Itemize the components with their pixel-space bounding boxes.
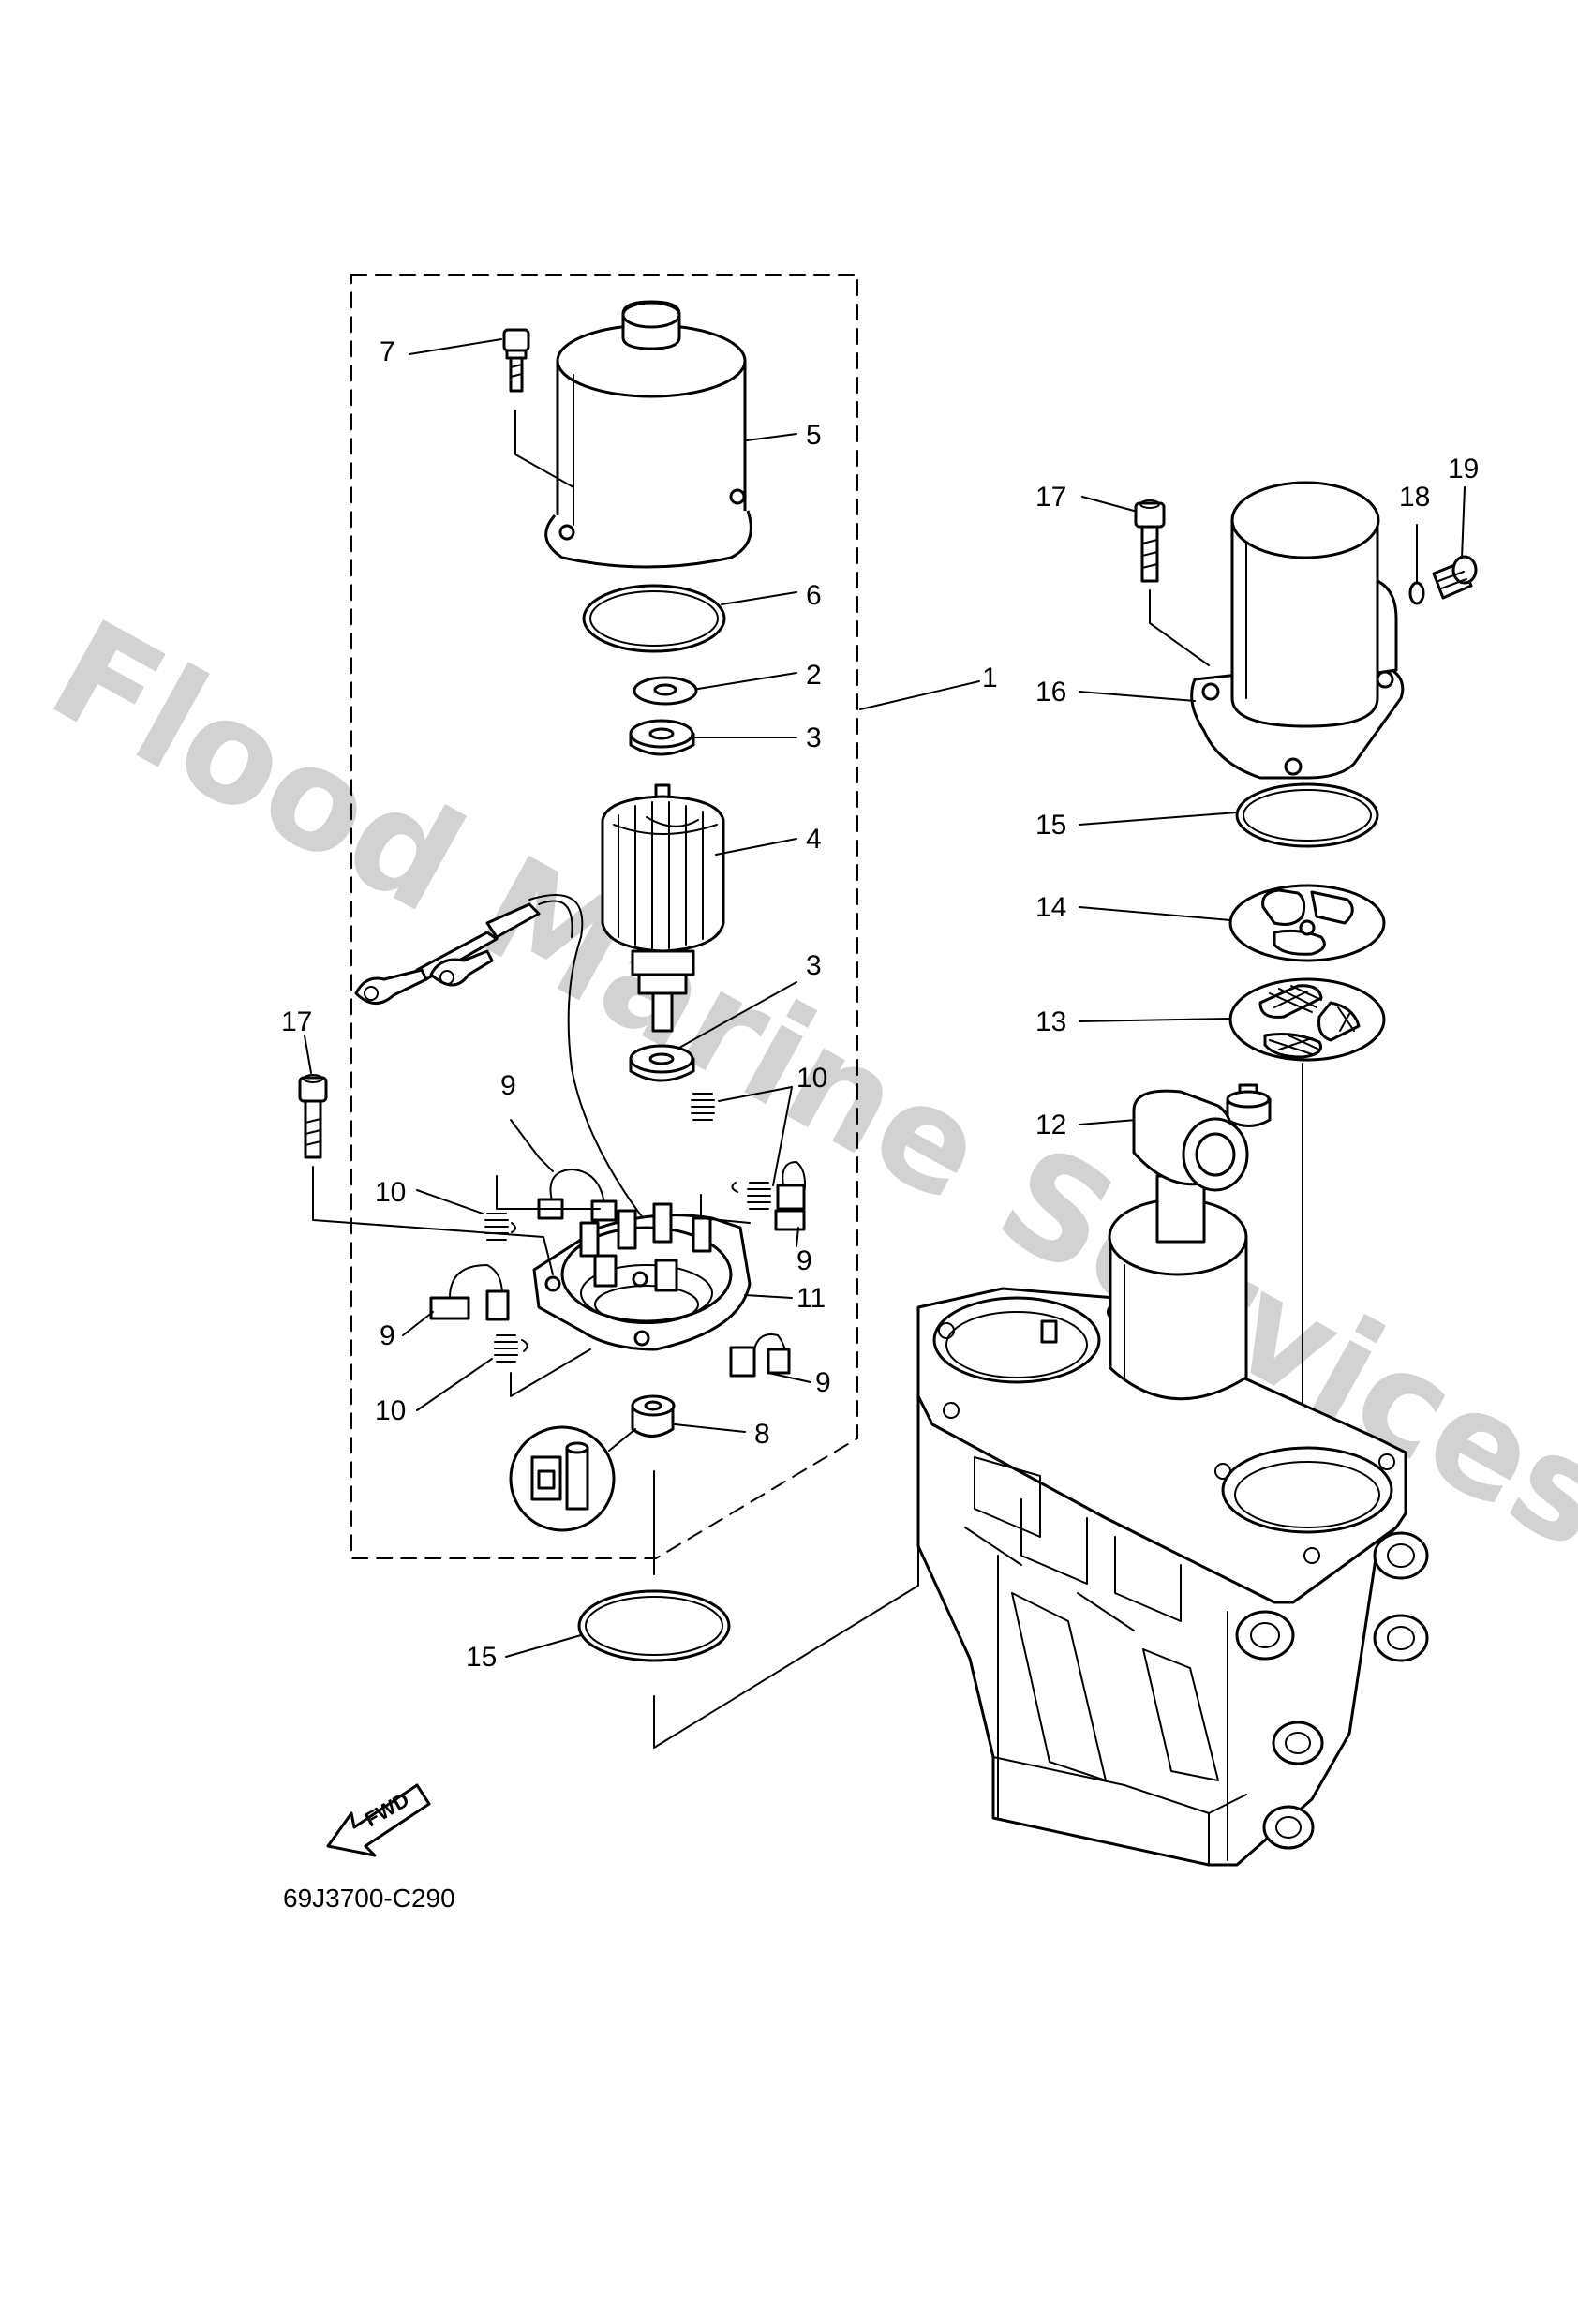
diagram-code: 69J3700-C290 (283, 1884, 455, 1913)
callout-14: 14 (1035, 892, 1066, 923)
leader-15a (1079, 812, 1238, 826)
callout-11: 11 (796, 1283, 826, 1314)
leader-5 (746, 433, 797, 441)
spring-part-10-upper (691, 1093, 715, 1121)
leader-3b (678, 981, 797, 1049)
callout-9b: 9 (796, 1245, 812, 1276)
brush-part-9-lower-right (729, 1333, 791, 1378)
callout-5: 5 (806, 420, 822, 451)
callout-1: 1 (982, 663, 998, 693)
callout-3b: 3 (806, 950, 822, 981)
callout-2: 2 (806, 660, 822, 691)
reservoir-part-16 (1190, 481, 1405, 780)
leader-8 (674, 1423, 746, 1433)
seal-part-2 (633, 676, 698, 706)
callout-13: 13 (1035, 1006, 1066, 1037)
callout-10a: 10 (375, 1177, 406, 1208)
leader-6 (721, 591, 797, 605)
callout-15a: 15 (1035, 810, 1066, 841)
o-ring-part-18 (1408, 581, 1425, 605)
leader-1 (859, 680, 980, 710)
leader-10b-upper (718, 1086, 793, 1102)
leader-7-drop (514, 410, 574, 488)
screw-part-7 (502, 328, 530, 393)
callout-3a: 3 (806, 723, 822, 753)
plug-part-19 (1432, 555, 1478, 600)
screw-part-17-left (298, 1074, 328, 1159)
callout-19: 19 (1448, 454, 1479, 484)
spring-part-10-right (731, 1182, 771, 1210)
brush-part-9-upper-left (537, 1169, 618, 1222)
leader-9a (510, 1119, 554, 1172)
bearing-part-3-upper (629, 719, 695, 756)
callout-7: 7 (380, 336, 395, 367)
callout-12: 12 (1035, 1110, 1066, 1140)
fwd-direction-arrow: FWD (326, 1783, 431, 1857)
brush-part-9-left (429, 1264, 510, 1321)
callout-10c: 10 (375, 1395, 406, 1426)
callout-9a: 9 (500, 1070, 516, 1101)
o-ring-part-6 (582, 584, 726, 653)
callout-17a: 17 (1035, 482, 1066, 513)
leader-10c (416, 1358, 493, 1411)
spring-part-10-lower (494, 1334, 528, 1363)
callout-8: 8 (754, 1419, 770, 1450)
fitting-part-12 (1226, 1083, 1272, 1127)
callout-15b: 15 (466, 1642, 497, 1673)
leader-16 (1079, 691, 1196, 702)
bearing-part-3-lower (629, 1044, 695, 1082)
brush-holder-part-11 (532, 1202, 752, 1351)
motor-yoke-part-5 (544, 300, 752, 569)
lead-wire (354, 894, 648, 1224)
callout-6: 6 (806, 580, 822, 611)
leader-7 (409, 338, 502, 355)
bushing-part-8 (631, 1394, 676, 1438)
o-ring-part-15-lower (577, 1589, 731, 1662)
leader-13 (1079, 1018, 1230, 1022)
callout-16: 16 (1035, 677, 1066, 708)
callout-17b: 17 (281, 1006, 312, 1037)
leader-19 (1461, 486, 1466, 559)
leader-9b (796, 1227, 799, 1247)
o-ring-part-15-upper (1235, 782, 1379, 848)
pump-unit-body (916, 1089, 1429, 1867)
armature-part-4 (601, 783, 725, 1033)
leader-14 (1079, 906, 1231, 921)
gasket-part-14 (1228, 884, 1386, 962)
leader-9c (402, 1311, 434, 1336)
filter-part-13 (1228, 977, 1386, 1062)
callout-4: 4 (806, 824, 822, 855)
callout-18: 18 (1399, 482, 1430, 513)
leader-11 (744, 1294, 793, 1299)
motor-assembly-boundary (350, 274, 858, 1559)
leader-10a (416, 1189, 484, 1214)
leader-17a (1081, 496, 1135, 512)
leader-17b (304, 1035, 312, 1074)
leader-2 (697, 672, 797, 690)
leader-15b (505, 1634, 582, 1658)
callout-10b: 10 (796, 1063, 827, 1094)
screw-part-17-right (1134, 499, 1166, 583)
callout-9c: 9 (380, 1320, 395, 1351)
leader-4 (715, 838, 797, 856)
callout-9d: 9 (815, 1367, 831, 1398)
spring-part-10-left (484, 1213, 516, 1241)
leader-10b-right (772, 1086, 793, 1186)
detail-view-bushing-install (509, 1425, 616, 1532)
leader-9d (767, 1372, 811, 1383)
brush-part-9-right (774, 1161, 806, 1231)
